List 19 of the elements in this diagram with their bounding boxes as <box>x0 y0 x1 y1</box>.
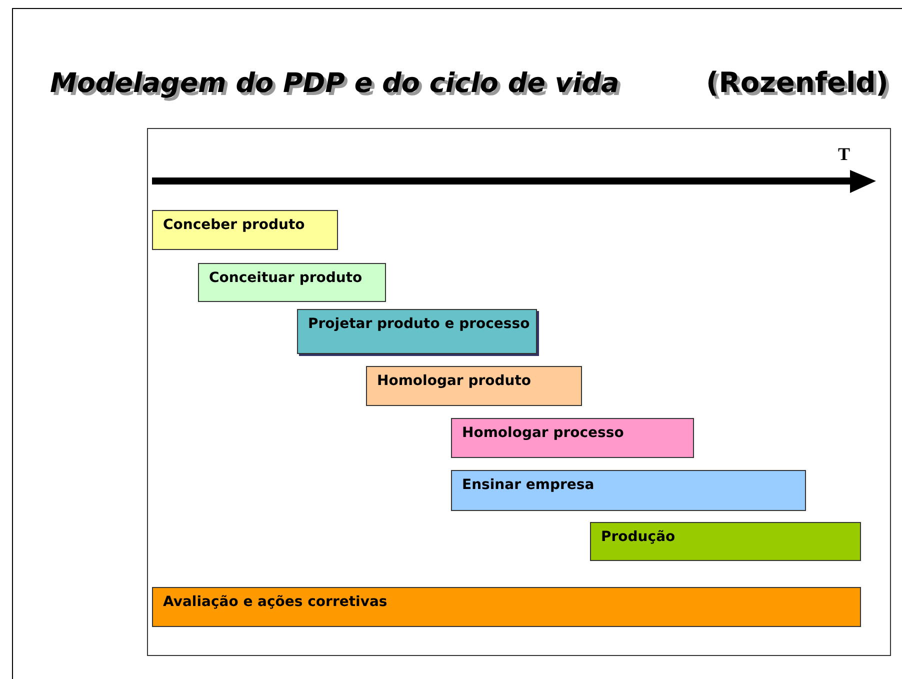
phase-label: Homologar processo <box>462 425 624 441</box>
phase-bar <box>451 470 806 511</box>
phase-label: Conceber produto <box>163 217 305 233</box>
phase-label: Homologar produto <box>377 373 532 389</box>
phase-label: Produção <box>601 529 676 545</box>
phase-label: Projetar produto e processo <box>308 316 530 332</box>
phase-bar <box>152 587 861 627</box>
phase-bar <box>198 263 386 302</box>
phase-bar <box>297 309 537 354</box>
phase-label: Ensinar empresa <box>462 477 594 493</box>
phase-bar <box>451 418 694 458</box>
axis-label: T <box>838 144 850 165</box>
phase-label: Conceituar produto <box>209 270 362 286</box>
phase-bar <box>366 366 582 406</box>
author-credit: (Rozenfeld) <box>706 66 888 99</box>
phase-bar <box>152 210 338 250</box>
title: Modelagem do PDP e do ciclo de vida <box>50 68 620 99</box>
phase-bar <box>590 522 861 561</box>
phase-label: Avaliação e ações corretivas <box>163 594 388 610</box>
